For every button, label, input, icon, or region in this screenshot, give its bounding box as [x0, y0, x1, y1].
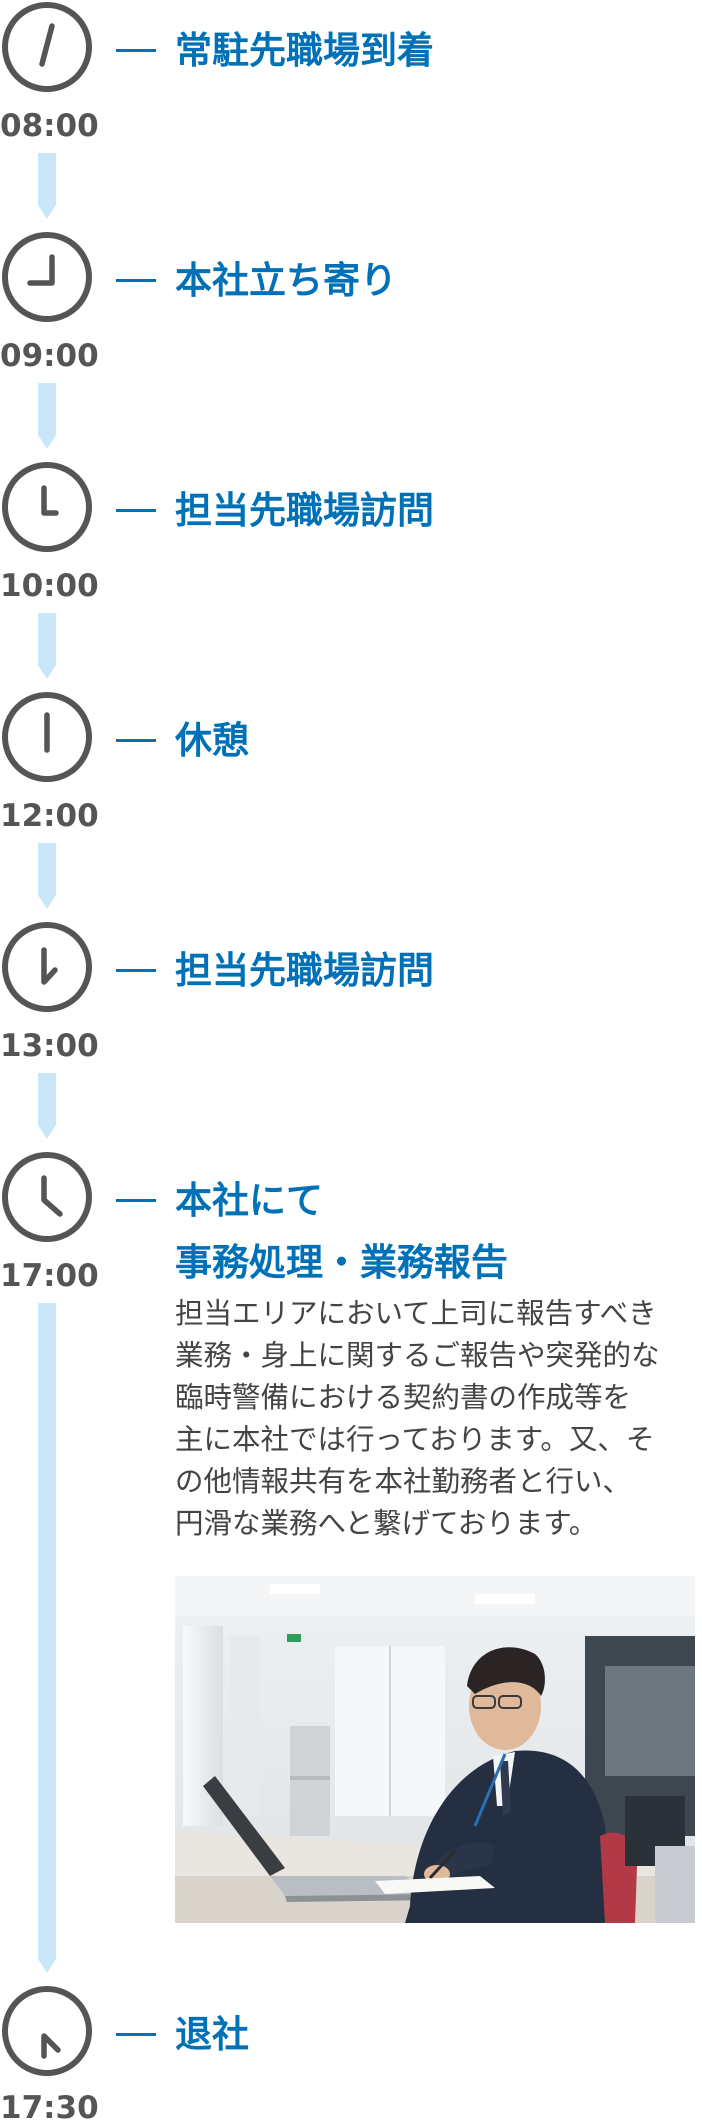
- title-dash: [116, 509, 156, 512]
- timeline-connector: [38, 843, 56, 909]
- clock-icon: [2, 692, 92, 782]
- timeline-connector: [38, 153, 56, 219]
- description-line: 円滑な業務へと繋げております。: [175, 1507, 598, 1540]
- timeline-connector: [38, 613, 56, 679]
- schedule-title: 休憩: [175, 719, 249, 762]
- title-dash: [116, 739, 156, 742]
- description-line: 臨時警備における契約書の作成等を: [175, 1381, 632, 1414]
- schedule-title: 担当先職場訪問: [175, 489, 434, 532]
- schedule-title-line: 事務処理・業務報告: [175, 1241, 508, 1284]
- schedule-title: 退社: [175, 2013, 249, 2056]
- clock-icon: [2, 922, 92, 1012]
- schedule-description: 担当エリアにおいて上司に報告すべき 業務・身上に関するご報告や突発的な 臨時警備…: [175, 1293, 702, 1545]
- description-line: 担当エリアにおいて上司に報告すべき: [175, 1297, 657, 1330]
- title-dash: [116, 49, 156, 52]
- time-label: 09:00: [0, 338, 99, 374]
- time-label: 08:00: [0, 108, 99, 144]
- description-line: 業務・身上に関するご報告や突発的な: [175, 1339, 660, 1372]
- schedule-title-line: 本社にて: [175, 1179, 323, 1222]
- title-dash: [116, 1199, 156, 1202]
- timeline-connector: [38, 383, 56, 449]
- description-line: 主に本社では行っております。又、そ: [175, 1423, 655, 1456]
- description-line: の他情報共有を本社勤務者と行い、: [175, 1465, 632, 1498]
- title-dash: [116, 2033, 156, 2036]
- title-dash: [116, 279, 156, 282]
- time-label: 12:00: [0, 798, 99, 834]
- schedule-title: 担当先職場訪問: [175, 949, 434, 992]
- schedule-title: 本社立ち寄り: [175, 259, 397, 302]
- time-label: 17:30: [0, 2090, 99, 2126]
- clock-icon: [2, 1152, 92, 1242]
- title-dash: [116, 969, 156, 972]
- schedule-title: 常駐先職場到着: [175, 29, 434, 72]
- clock-icon: [2, 462, 92, 552]
- time-label: 13:00: [0, 1028, 99, 1064]
- time-label: 10:00: [0, 568, 99, 604]
- time-label: 17:00: [0, 1258, 99, 1294]
- clock-icon: [2, 2, 92, 92]
- clock-icon: [2, 1986, 92, 2076]
- timeline-connector: [38, 1073, 56, 1139]
- office-worker-photo: [175, 1576, 695, 1923]
- timeline-connector: [38, 1303, 56, 1973]
- clock-icon: [2, 232, 92, 322]
